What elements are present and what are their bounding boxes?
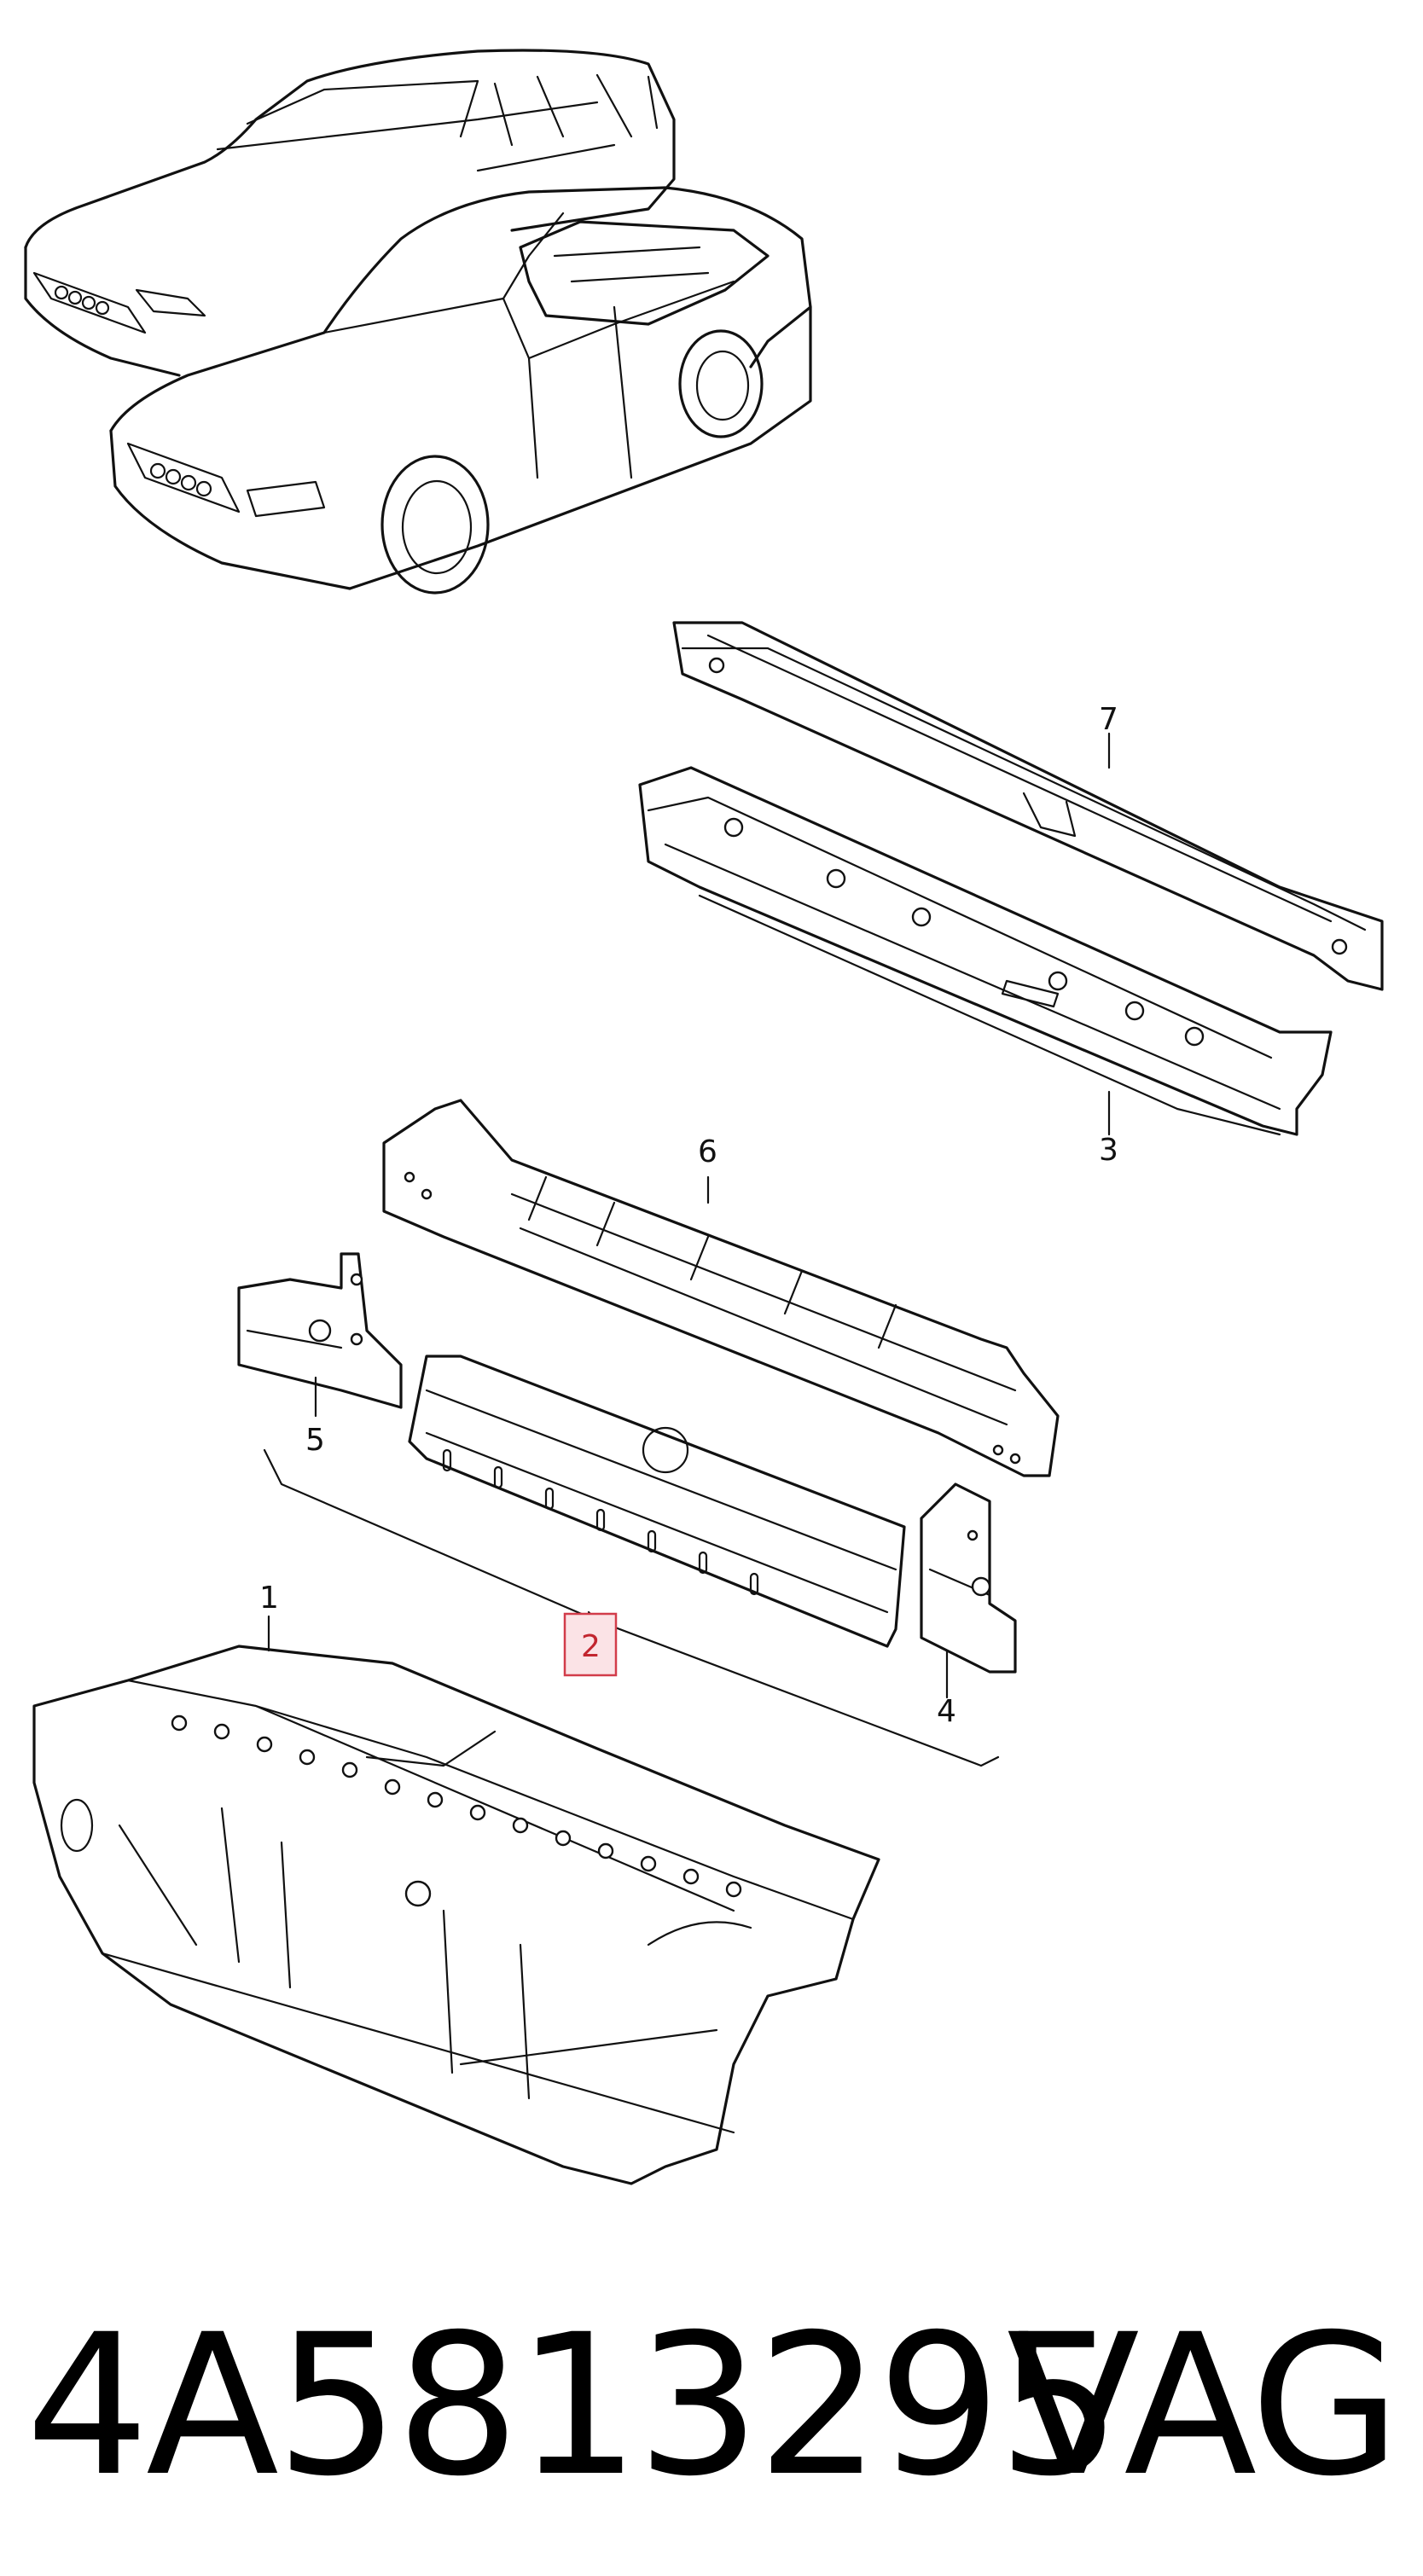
callout-1: 1 [259,1581,279,1616]
brand-caption: VAG [1006,2292,1401,2519]
callout-5: 5 [305,1423,325,1458]
part-1-rear-panel [32,1645,880,2185]
sedan-car-outline [109,186,812,595]
bracket-line-2 [263,1448,1000,1767]
callout-labels: 7 3 6 5 4 1 2 [259,702,1118,1729]
part-2-center-panel [408,1355,906,1648]
part-5-left-bracket [237,1252,403,1409]
callout-7: 7 [1099,702,1118,737]
exploded-parts-diagram: 7 3 6 5 4 1 2 [24,49,1384,2185]
leader-lines [263,732,1111,1767]
vehicle-illustration [24,49,812,595]
part-6-upper-panel [382,1099,1060,1477]
callout-3: 3 [1099,1133,1118,1168]
part-7-cross-member [672,621,1384,991]
part-3-cross-member [638,766,1333,1136]
callout-6: 6 [698,1134,717,1169]
callout-2: 2 [581,1629,601,1664]
part-number-caption: 4A5813295 [26,2292,1121,2519]
callout-2-highlight [563,1612,618,1677]
part-4-right-bracket [920,1482,1017,1674]
wagon-car-outline [24,49,676,377]
callout-4: 4 [937,1694,956,1729]
